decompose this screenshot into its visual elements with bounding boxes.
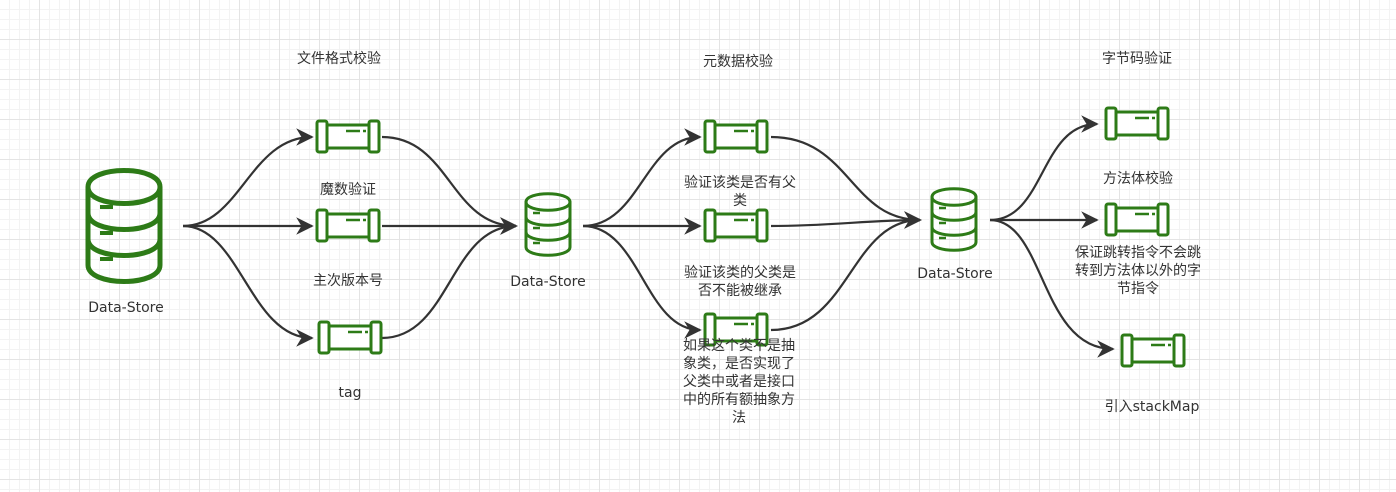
edge-final-to-store3: [770, 211, 922, 229]
label-stackmap: 引入stackMap: [1104, 399, 1200, 415]
edge-store3-to-methodbody: [989, 115, 1099, 222]
label-has-parent: 验证该类是否有父类: [684, 175, 796, 209]
data-store-label: Data-Store: [917, 266, 993, 282]
queue-icon: [703, 208, 769, 243]
queue-icon: [1120, 333, 1186, 368]
label-tag: tag: [338, 385, 362, 401]
label-abstract-implementation: 如果这个类不是抽象类，是否实现了父类中或者是接口中的所有额抽象方法: [683, 338, 795, 426]
queue-icon: [315, 208, 381, 243]
queue-icon: [1104, 202, 1170, 237]
label-jump-check: 保证跳转指令不会跳转到方法体以外的字节指令: [1075, 245, 1201, 297]
edge-parent-to-store3: [770, 135, 922, 229]
queue-icon: [317, 320, 383, 355]
edge-store2-to-abstract: [582, 224, 702, 339]
database-icon: [524, 192, 572, 257]
label-parent-not-final: 验证该类的父类是否不能被继承: [684, 265, 796, 299]
data-store-label: Data-Store: [510, 274, 586, 290]
queue-icon: [703, 119, 769, 154]
edge-store1-to-magic: [182, 128, 314, 228]
edge-tag-to-store2: [381, 217, 518, 340]
edge-abstract-to-store3: [770, 211, 922, 332]
label-major-minor-version: 主次版本号: [313, 273, 383, 289]
edge-store3-to-stackmap: [989, 218, 1115, 358]
section-title-file-format: 文件格式校验: [297, 51, 381, 67]
label-magic-number: 魔数验证: [320, 182, 376, 198]
section-title-metadata: 元数据校验: [703, 54, 773, 70]
queue-icon: [1104, 106, 1170, 141]
queue-icon: [703, 312, 769, 347]
queue-icon: [315, 119, 381, 154]
edge-magic-to-store2: [381, 135, 518, 235]
label-method-body-check: 方法体校验: [1103, 171, 1173, 187]
data-store-label: Data-Store: [88, 300, 164, 316]
edge-store2-to-parent: [582, 128, 702, 228]
section-title-bytecode: 字节码验证: [1102, 51, 1172, 67]
database-icon: [85, 168, 163, 284]
edge-store1-to-tag: [182, 224, 314, 347]
database-icon: [930, 187, 978, 252]
